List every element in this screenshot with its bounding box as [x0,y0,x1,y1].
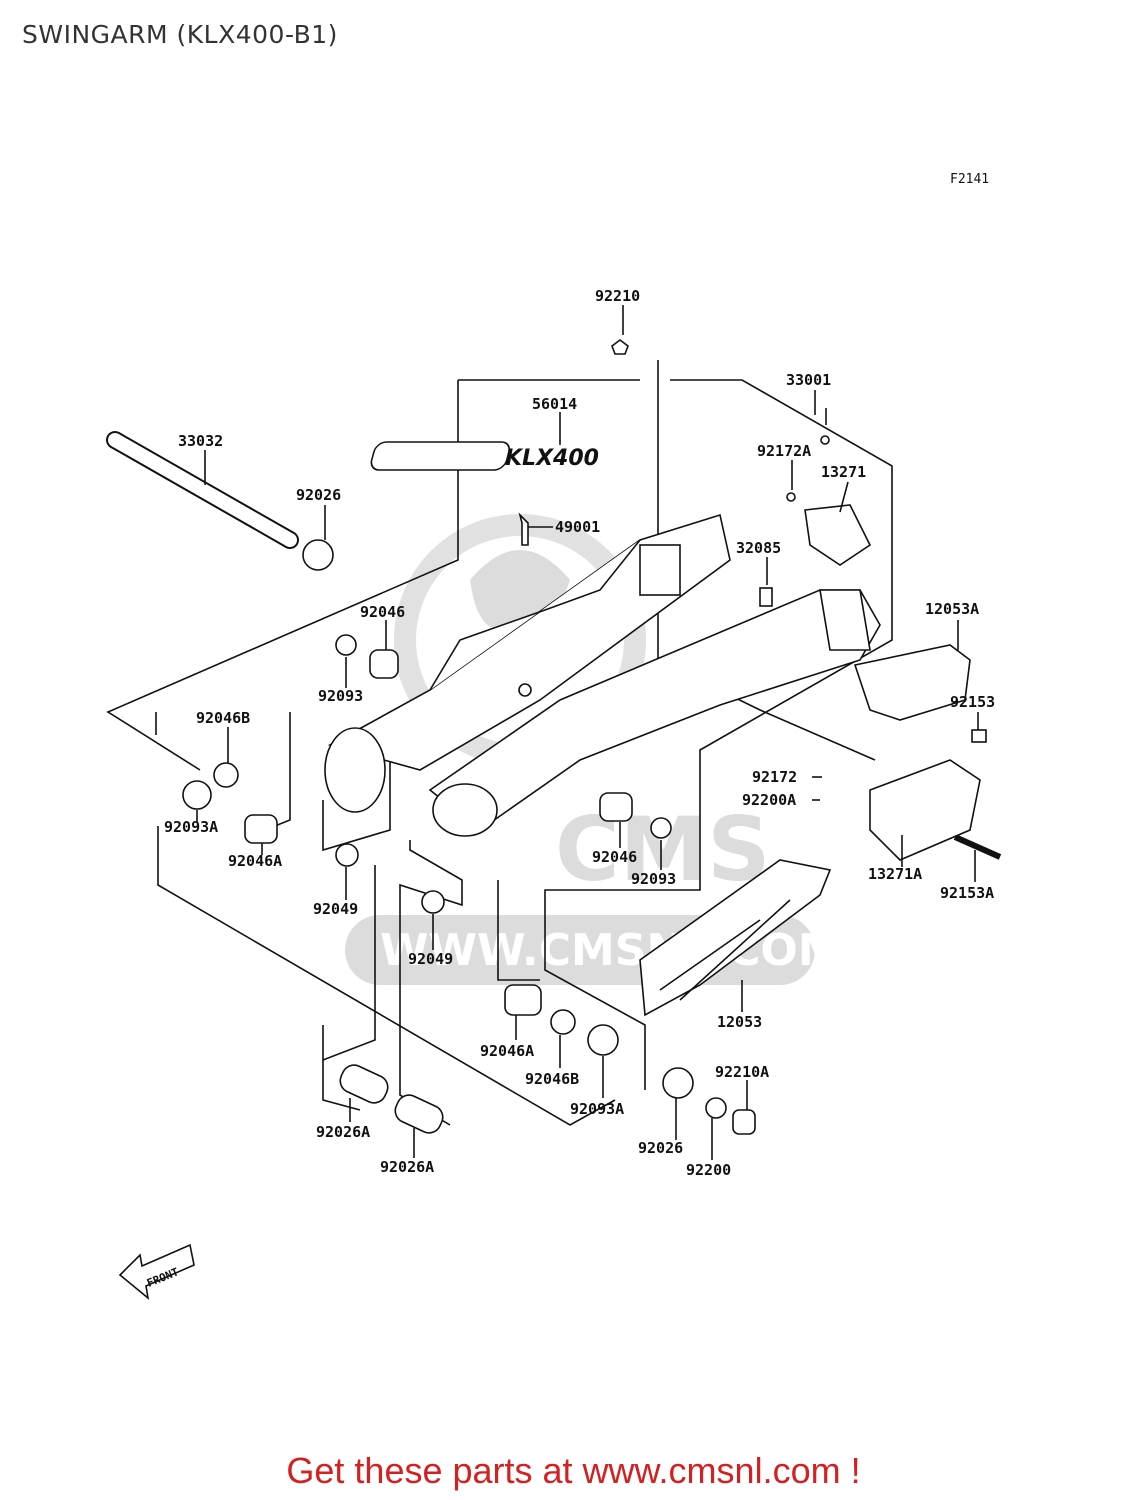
screw-92172A [786,492,796,502]
callout-12053A: 12053A [925,600,979,618]
callout-56014: 56014 [532,395,577,413]
axle-plate-right [819,589,871,651]
callout-92046-mid: 92046 [592,848,637,866]
callout-92210A: 92210A [715,1063,769,1081]
pivot-boss-right [432,783,498,837]
swingarm [324,513,881,837]
washer-92026-bot [662,1067,694,1099]
chain-guide-12053A [853,644,971,721]
slipper-detail [659,899,791,1001]
sleeve-92026A-1 [339,1064,389,1104]
callout-92046A-bot: 92046A [480,1042,534,1060]
callout-92200: 92200 [686,1161,731,1179]
bolt-92153A [953,834,1002,860]
bearing-92046-top [369,649,399,679]
box-c [322,865,376,1062]
chain-guide [804,504,981,861]
washer-92200 [705,1097,727,1119]
callout-12053: 12053 [717,1013,762,1031]
watermark: CMS WWW.CMSNL.COM [345,514,842,985]
decal-text: KLX400 [505,446,599,471]
swingarm-top-edge [429,539,641,691]
sleeve-92026A-2 [394,1094,444,1134]
callouts: 92210 33001 56014 33032 92026 92172A 132… [164,287,995,1179]
callout-33032: 33032 [178,432,223,450]
grease-hole [518,683,532,697]
box-e [497,880,540,981]
frame-bottom [157,826,616,1126]
washer-92046B-bot [550,1009,576,1035]
callout-32085: 32085 [736,539,781,557]
callout-92046A-left: 92046A [228,852,282,870]
callout-92046-top: 92046 [360,603,405,621]
collar-92049-mid [421,890,445,914]
callout-92026A-2: 92026A [380,1158,434,1176]
swingarm-right-arm [428,589,881,831]
callout-13271A: 13271A [868,865,922,883]
figure-code: F2141 [950,172,990,187]
pivot-boss-left [324,727,386,813]
callout-92200A: 92200A [742,791,796,809]
box-b [322,760,391,852]
callout-92046B-bot: 92046B [525,1070,579,1088]
callout-92049-mid: 92049 [408,950,453,968]
seal-92093A-bot [587,1024,619,1056]
nut-92210A [732,1109,756,1135]
callout-49001: 49001 [555,518,600,536]
callout-92210: 92210 [595,287,640,305]
callout-92153: 92153 [950,693,995,711]
page-title: SWINGARM (KLX400-B1) [22,20,338,49]
box-d [399,840,463,1126]
chain-guide-13271A [869,759,981,861]
decal-badge [370,441,511,471]
callout-92026-bot: 92026 [638,1139,683,1157]
pivot-shaft [106,431,299,549]
washer-92046B-top [213,762,239,788]
leader-lines [196,305,979,1160]
frame-right [544,379,893,1090]
callout-92026A-1: 92026A [316,1123,370,1141]
callout-92153A: 92153A [940,884,994,902]
callout-33001: 33001 [786,371,831,389]
bracket-13271 [804,504,872,566]
callout-13271: 13271 [821,463,866,481]
promo-link[interactable]: Get these parts at www.cmsnl.com ! [286,1450,861,1491]
callout-92049-left: 92049 [313,900,358,918]
callout-92093A-bot: 92093A [570,1100,624,1118]
callout-92093-top: 92093 [318,687,363,705]
seal-92093A-left [182,780,212,810]
box-f [322,1060,361,1111]
bearing-92046A-left [244,814,278,844]
watermark-brand: CMS [555,798,771,901]
callout-92046B-top: 92046B [196,709,250,727]
collar-92026-top [302,539,334,571]
decal-56014: KLX400 [370,441,599,471]
seal-92093-mid [650,817,672,839]
callout-92093-mid: 92093 [631,870,676,888]
grease-nipple-49001 [518,512,529,546]
nut-92210 [611,339,629,355]
seal-92093-top [335,634,357,656]
washer-92200A [820,435,830,445]
axle-plate-left [639,544,681,596]
box-a [264,712,291,831]
bolt-32085 [759,587,773,607]
callout-92172A: 92172A [757,442,811,460]
front-arrow: FRONT [118,1243,195,1300]
callout-92172: 92172 [752,768,797,786]
bolt-92153 [971,729,987,743]
bearing-92046-mid [599,792,633,822]
bearing-92046A-bot [504,984,542,1016]
small-parts [182,339,1002,1135]
callout-92026-top: 92026 [296,486,341,504]
callout-92093A-left: 92093A [164,818,218,836]
collar-92049-left [335,843,359,867]
front-arrow-icon [118,1243,195,1300]
chain-slipper [639,859,832,1017]
